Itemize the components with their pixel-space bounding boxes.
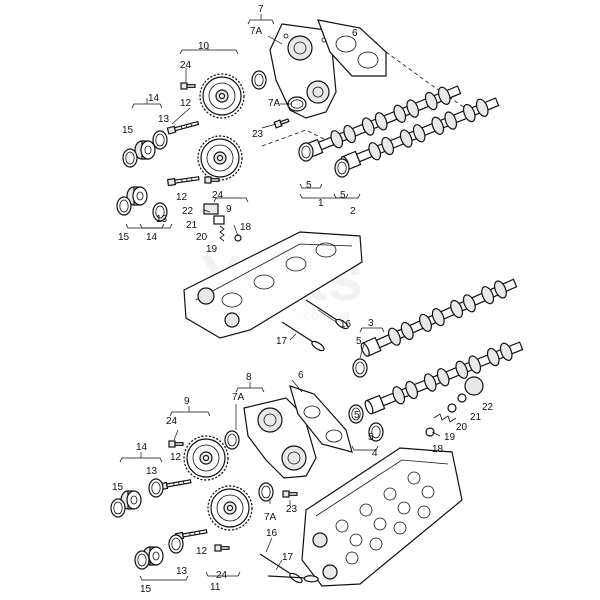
callout-14: 14: [148, 93, 160, 104]
top-bolt-24: [180, 82, 196, 90]
bottom-gasket: [289, 385, 353, 453]
callout-14-c: 14: [136, 442, 148, 453]
callout-3: 3: [368, 318, 374, 329]
bottom-timing-cover: [243, 397, 317, 479]
top-timing-cover: [269, 23, 337, 119]
bottom-camshaft-4: [362, 336, 526, 418]
callout-15b: 15: [118, 232, 130, 243]
callout-5b: 5: [340, 190, 346, 201]
callout-7A-d: 7A: [264, 512, 277, 523]
callout-labels: 7 7A 6 10 24 14 12 7A 15 13 23 5 5 1 2 1…: [112, 4, 494, 595]
bottom-ring-15: [110, 498, 126, 518]
callout-7A-c: 7A: [232, 392, 245, 403]
callout-16-c: 16: [266, 528, 278, 539]
top-tensioner-22-18: [203, 203, 242, 242]
bottom-seal-7A-a: [224, 430, 240, 450]
bottom-bolt-24b: [214, 544, 230, 552]
top-ring-13: [152, 130, 168, 150]
top-ring-15b: [116, 196, 132, 216]
callout-12-d: 12: [196, 546, 208, 557]
callout-5-c: 5: [354, 410, 360, 421]
callout-23-c: 23: [286, 504, 298, 515]
callout-8: 8: [246, 372, 252, 383]
top-sprocket-10: [199, 73, 245, 119]
bottom-ring-15b: [134, 550, 150, 570]
bottom-sprocket-11: [207, 485, 253, 531]
callout-7A: 7A: [250, 26, 263, 37]
callout-13-d: 13: [176, 566, 188, 577]
callout-15-c: 15: [112, 482, 124, 493]
callout-5: 5: [356, 336, 362, 347]
callout-21-c: 21: [470, 412, 482, 423]
top-sprocket-9: [197, 135, 243, 181]
bottom-sprocket-9: [183, 435, 229, 481]
bottom-seal-7A-b: [258, 482, 274, 502]
bottom-bolt-24: [168, 440, 184, 448]
callout-22-c: 22: [482, 402, 494, 413]
bottom-ring-13c: [168, 534, 184, 554]
callout-18-c: 18: [432, 444, 444, 455]
callout-23: 23: [252, 129, 264, 140]
callout-16: 16: [340, 319, 352, 330]
top-seal-5b: [334, 158, 350, 178]
callout-5a: 5: [306, 180, 312, 191]
callout-2: 2: [350, 206, 356, 217]
callout-24b: 24: [212, 190, 224, 201]
callout-9-b: 9: [184, 396, 190, 407]
callout-18: 18: [240, 222, 252, 233]
callout-13b: 13: [156, 214, 168, 225]
top-gasket: [317, 19, 469, 111]
callout-20: 20: [196, 232, 208, 243]
callout-24: 24: [180, 60, 192, 71]
callout-15-d: 15: [140, 584, 152, 595]
mid-camshaft-3: [358, 274, 520, 360]
callout-13: 13: [158, 114, 170, 125]
top-cylinder-head: [183, 231, 363, 339]
callout-13-c: 13: [146, 466, 158, 477]
callout-17: 17: [276, 336, 288, 347]
callout-15: 15: [122, 125, 134, 136]
callout-24-c: 24: [166, 416, 178, 427]
top-bolt-12b: [167, 174, 200, 187]
callout-12: 12: [180, 98, 192, 109]
top-seal-7A-a: [251, 70, 267, 90]
callout-12-c: 12: [170, 452, 182, 463]
top-seal-5a: [298, 142, 314, 162]
top-ring-15: [122, 148, 138, 168]
callout-14b: 14: [146, 232, 158, 243]
callout-4: 4: [372, 448, 378, 459]
top-bolt-23: [273, 116, 290, 129]
callout-5-d: 5: [368, 432, 374, 443]
callout-17-c: 17: [282, 552, 294, 563]
callout-24-d: 24: [216, 570, 228, 581]
callout-9: 9: [226, 204, 232, 215]
callout-19-c: 19: [444, 432, 456, 443]
callout-7A-b: 7A: [268, 98, 281, 109]
callout-20-c: 20: [456, 422, 468, 433]
bottom-tensioner-18-22: [425, 376, 484, 437]
top-cap-13-14: [134, 140, 156, 160]
bottom-cylinder-head: [301, 447, 463, 587]
mid-seal-5: [352, 358, 368, 378]
callout-21: 21: [186, 220, 198, 231]
callout-10: 10: [198, 41, 210, 52]
callout-1: 1: [318, 198, 324, 209]
callout-6: 6: [352, 28, 358, 39]
callout-12b: 12: [176, 192, 188, 203]
bottom-bolt-23: [282, 490, 298, 498]
callout-22: 22: [182, 206, 194, 217]
bottom-ring-13: [148, 478, 164, 498]
top-bolt-12: [166, 119, 200, 135]
leader-lines: [119, 14, 441, 581]
bottom-bolt-12: [158, 477, 192, 491]
callout-11: 11: [210, 582, 221, 593]
callout-6-b: 6: [298, 370, 304, 381]
callout-19: 19: [206, 244, 218, 255]
mid-valve-17: [281, 321, 327, 353]
callout-7: 7: [258, 4, 264, 15]
